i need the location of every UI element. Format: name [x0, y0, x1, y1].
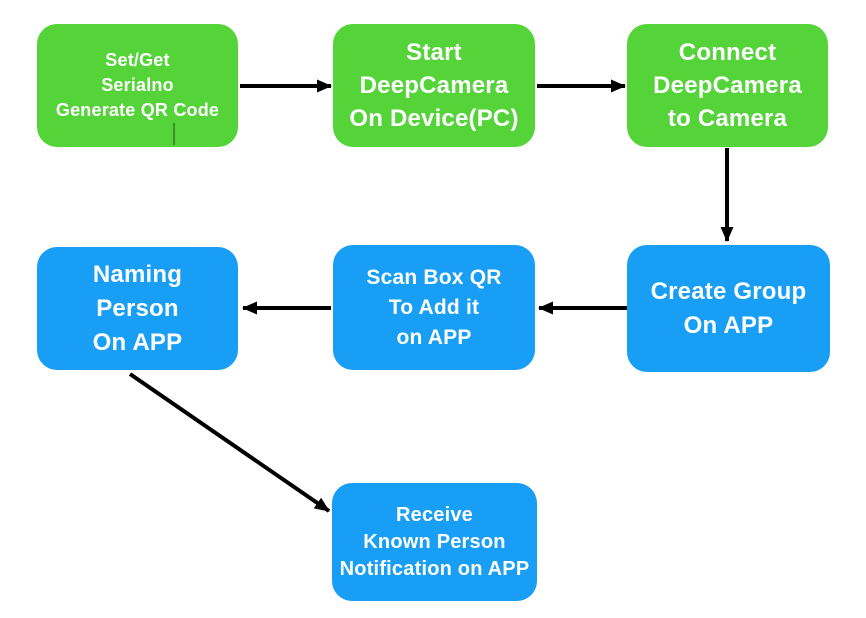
node-label-line: to Camera: [667, 105, 788, 132]
text-cursor: [173, 123, 175, 145]
node-label-line: Receive: [395, 503, 473, 526]
node-connect-deepcamera: Connect DeepCamera to Camera: [627, 24, 828, 147]
node-set-get-serialno: Set/Get Serialno Generate QR Code: [37, 24, 238, 147]
node-label-line: Serialno: [101, 75, 174, 95]
node-scan-box-qr: Scan Box QR To Add it on APP: [333, 245, 535, 370]
node-label-line: Connect: [678, 39, 777, 66]
node-label-line: Scan Box QR: [366, 265, 502, 289]
node-label-line: on APP: [396, 325, 472, 349]
node-label-line: On APP: [683, 311, 774, 339]
node-label-line: Set/Get: [105, 50, 170, 70]
arrow-naming-person-to-receive: [128, 372, 331, 513]
node-label-line: DeepCamera: [653, 72, 802, 99]
node-label-line: DeepCamera: [359, 72, 509, 99]
node-label-line: On APP: [92, 328, 183, 356]
node-label-line: Person: [96, 294, 179, 322]
node-label-line: Notification on APP: [339, 557, 530, 580]
node-label-line: Naming: [92, 260, 183, 288]
node-label-line: Create Group: [650, 277, 807, 305]
node-label-line: Generate QR Code: [55, 100, 220, 120]
node-create-group: Create Group On APP: [627, 245, 830, 372]
node-naming-person: Naming Person On APP: [37, 247, 238, 370]
node-receive-notification: Receive Known Person Notification on APP: [332, 483, 537, 601]
node-start-deepcamera: Start DeepCamera On Device(PC): [333, 24, 535, 147]
node-label-line: On Device(PC): [349, 105, 519, 132]
node-label-line: Start: [406, 39, 462, 66]
node-label-line: To Add it: [388, 295, 480, 319]
node-label-line: Known Person: [363, 530, 506, 553]
